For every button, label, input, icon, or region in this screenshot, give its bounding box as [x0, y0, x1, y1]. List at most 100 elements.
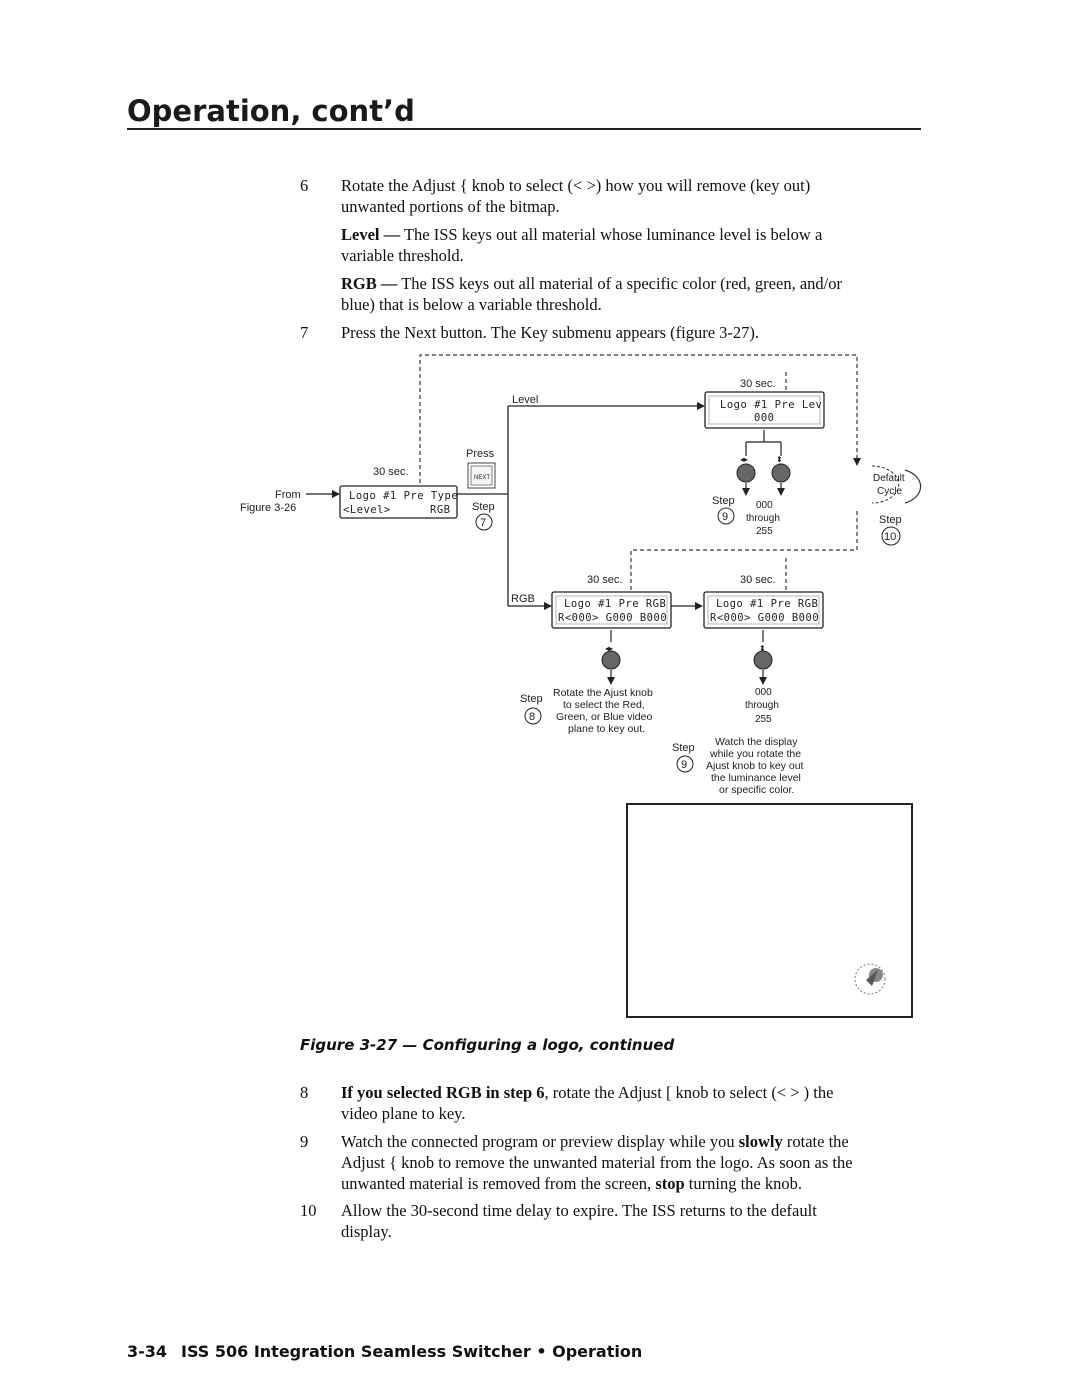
step-7-circle: [475, 513, 493, 531]
step-9-circle-lower: [676, 755, 694, 773]
rgb-range-through: through: [745, 700, 779, 711]
step-8-note-1: Rotate the Ajust knob: [553, 687, 653, 699]
step-9-note-1: Watch the display: [715, 736, 798, 748]
step-9-note-2: while you rotate the: [709, 748, 801, 760]
rgb-range-from: 000: [755, 687, 772, 698]
step-9-line-3a: unwanted material is removed from the sc…: [341, 1174, 656, 1193]
footer-page-number: 3-34: [127, 1342, 168, 1361]
step-8-line-1: If you selected RGB in step 6, rotate th…: [341, 1082, 833, 1103]
timeout-label-rgb-right: 30 sec.: [740, 574, 775, 586]
lcd-start-line-2b: RGB: [430, 504, 450, 516]
rgb-left-right-glyph: ◂▸: [605, 644, 613, 653]
step-6-line-1: Rotate the Adjust { knob to select (< >)…: [341, 176, 811, 195]
step-9-line-1: Watch the connected program or preview d…: [341, 1131, 849, 1152]
from-figure-ref: Figure 3-26: [240, 502, 296, 514]
lcd-rgb-adjust-line-2: R<000> G000 B000: [710, 612, 819, 624]
figure-3-27-diagram: From Figure 3-26 30 sec. Logo #1 Pre Typ…: [240, 354, 922, 1018]
step-6-number: 6: [300, 176, 309, 195]
step-8-circle: [524, 707, 542, 725]
step-8-line-2: video plane to key.: [341, 1104, 466, 1123]
rgb-term: RGB —: [341, 274, 398, 293]
timeout-paths: [419, 354, 861, 590]
page-header-title: Operation, cont’d: [127, 94, 415, 128]
step-9-line-1a: Watch the connected program or preview d…: [341, 1132, 739, 1151]
from-label: From: [275, 489, 301, 501]
level-term: Level —: [341, 225, 401, 244]
step-9-note-4: the luminance level: [711, 772, 801, 784]
lcd-level-line-2: 000: [754, 412, 774, 424]
next-button: [470, 465, 493, 486]
step-8-bold: If you selected RGB in step 6: [341, 1083, 545, 1102]
next-button-label: NEXT: [474, 475, 490, 481]
rgb-definition-line-1: RGB — The ISS keys out all material of a…: [341, 273, 842, 294]
timeout-label-start: 30 sec.: [373, 466, 408, 478]
timeout-label-rgb-left: 30 sec.: [587, 574, 622, 586]
branch-rgb-label: RGB: [511, 593, 535, 605]
rgb-select-knob-icon: [601, 650, 621, 670]
display-screen: [626, 803, 913, 1018]
step-7-label: Step: [472, 501, 495, 513]
step-10-line-1: Allow the 30-second time delay to expire…: [341, 1201, 817, 1220]
level-range-from: 000: [756, 500, 773, 511]
up-down-glyph: ⬍: [776, 455, 783, 464]
level-definition-line-2: variable threshold.: [341, 246, 464, 265]
lcd-rgb-adjust-display: [703, 591, 824, 629]
rgb-definition-text: The ISS keys out all material of a speci…: [397, 274, 842, 293]
step-8-note-2: to select the Red,: [563, 699, 645, 711]
adjust-knob-icon: [771, 463, 791, 483]
header-rule: [127, 128, 921, 130]
lcd-start-display: [339, 485, 458, 519]
step-8-number: 8: [529, 711, 535, 723]
step-10-number: 10: [884, 531, 896, 543]
step-9-line-2: Adjust { knob to remove the unwanted mat…: [341, 1153, 853, 1172]
step-7-number: 7: [300, 323, 309, 342]
step-10-circle: [881, 526, 901, 546]
footer-title: ISS 506 Integration Seamless Switcher • …: [181, 1342, 643, 1361]
step-9-circle-upper: [717, 507, 735, 525]
step-6-line-2: unwanted portions of the bitmap.: [341, 197, 560, 216]
step-9-bold-slowly: slowly: [738, 1132, 783, 1151]
step-9-line-3: unwanted material is removed from the sc…: [341, 1173, 802, 1194]
rgb-definition-line-2: blue) that is below a variable threshold…: [341, 295, 602, 314]
step-9-number-upper: 9: [722, 511, 728, 523]
level-definition-line-1: Level — The ISS keys out all material wh…: [341, 224, 822, 245]
step-9-label-lower: Step: [672, 742, 695, 754]
default-cycle-label-2: Cycle: [877, 486, 902, 497]
figure-caption: Figure 3-27 — Configuring a logo, contin…: [300, 1036, 675, 1054]
step-10-label: Step: [879, 514, 902, 526]
lcd-rgb-select-line-2: R<000> G000 B000: [558, 612, 667, 624]
step-9-label-upper: Step: [712, 495, 735, 507]
left-right-glyph: ◂▸: [740, 455, 748, 464]
lcd-rgb-select-line-1: Logo #1 Pre RGB: [564, 598, 666, 610]
step-9-note-3: Ajust knob to key out: [706, 760, 804, 772]
step-9-bold-stop: stop: [655, 1174, 685, 1193]
lcd-rgb-select-display: [551, 591, 672, 629]
lcd-start-line-2a: <Level>: [343, 504, 391, 516]
step-8-note-4: plane to key out.: [568, 723, 645, 735]
step-9-line-3b: turning the knob.: [684, 1174, 802, 1193]
rgb-adjust-knob-icon: [753, 650, 773, 670]
lcd-level-display: [704, 391, 825, 429]
timeout-label-level: 30 sec.: [740, 378, 775, 390]
branch-level-label: Level: [512, 394, 538, 406]
step-7-text: Press the Next button. The Key submenu a…: [341, 323, 760, 342]
level-range-through: through: [746, 513, 780, 524]
step-10-line-2: display.: [341, 1222, 392, 1241]
lcd-level-line-1: Logo #1 Pre Lev: [720, 399, 822, 411]
extron-logo-icon: [854, 963, 886, 995]
default-cycle-label-1: Default: [873, 473, 905, 484]
step-8-text: , rotate the Adjust [ knob to select (< …: [544, 1083, 834, 1102]
step-8-label: Step: [520, 693, 543, 705]
rgb-up-down-glyph: ⬍: [759, 644, 766, 653]
step-10-number-text: 10: [300, 1201, 317, 1220]
level-range-to: 255: [756, 526, 773, 537]
level-definition-text: The ISS keys out all material whose lumi…: [400, 225, 823, 244]
lcd-start-line-1: Logo #1 Pre Type: [349, 490, 458, 502]
press-label: Press: [466, 448, 495, 460]
step-9-line-1b: rotate the: [782, 1132, 849, 1151]
rgb-range-to: 255: [755, 714, 772, 725]
step-9-note-5: or specific color.: [719, 784, 794, 796]
step-8-number-text: 8: [300, 1083, 309, 1102]
step-9-number-lower: 9: [681, 759, 687, 771]
step-9-number-text: 9: [300, 1132, 309, 1151]
